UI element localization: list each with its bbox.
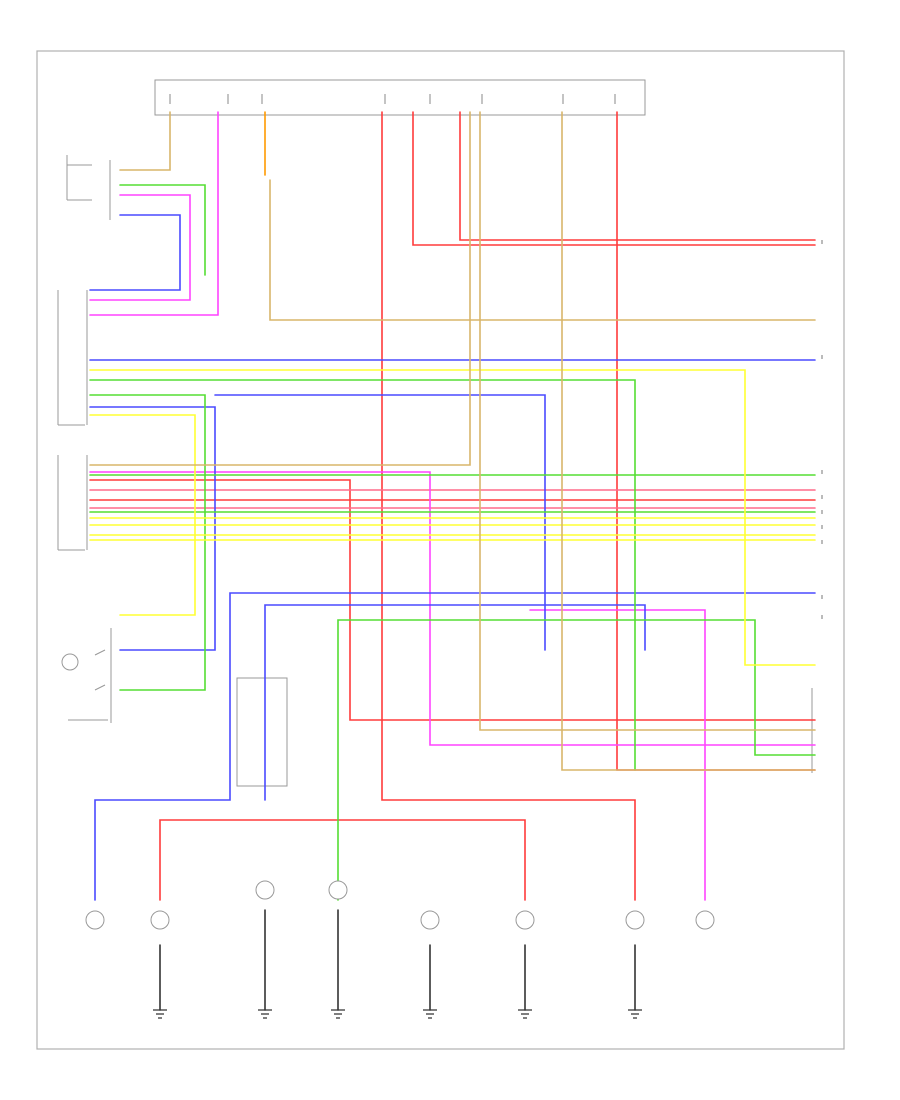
wire-green-4: [89, 394, 206, 691]
lamp-8: [695, 910, 715, 930]
lamp-5: [420, 910, 440, 930]
lamp-3: [255, 880, 275, 900]
ground-6: [628, 1009, 642, 1019]
wire-blue-3: [214, 394, 546, 651]
wire-tan-5: [89, 111, 471, 466]
ground-group: [153, 1009, 642, 1019]
wire-red-1: [381, 111, 636, 901]
wire-violet-2: [89, 194, 191, 301]
lamp-1: [85, 910, 105, 930]
wire-red-5: [159, 819, 526, 901]
ground-1: [153, 1009, 167, 1019]
wire-red-2: [412, 111, 816, 246]
lamp-7: [625, 910, 645, 930]
wire-violet-3: [89, 471, 816, 746]
wire-green-5: [337, 619, 816, 901]
relay-box: [236, 677, 288, 787]
wire-tan-2: [269, 179, 816, 321]
wire-violet-4: [529, 609, 706, 901]
wire-red-3: [459, 111, 816, 241]
ground-4: [423, 1009, 437, 1019]
ground-2: [258, 1009, 272, 1019]
wire-blue-4: [89, 406, 216, 651]
wire-green-1: [119, 184, 206, 276]
wire-tan-4: [561, 111, 816, 771]
wire-blue-5: [94, 592, 816, 901]
wire-harness: [89, 111, 816, 1011]
control-module-block: [57, 290, 88, 551]
lamp-6: [515, 910, 535, 930]
lower-switch-area: [61, 628, 112, 723]
wire-yellow-2: [89, 414, 196, 616]
wire-violet-1: [89, 111, 219, 316]
wire-tan-3: [479, 111, 816, 731]
ground-3: [331, 1009, 345, 1019]
wire-red-4: [616, 111, 816, 771]
ground-5: [518, 1009, 532, 1019]
fuse-box: [154, 79, 646, 116]
wire-blue-1: [89, 214, 181, 291]
fuse-contacts: [169, 94, 616, 104]
lamp-4: [328, 880, 348, 900]
wire-red-7: [89, 479, 816, 721]
diagram-border: [36, 50, 845, 1050]
ignition-switch-box: [66, 155, 111, 220]
wire-tan-1: [119, 111, 171, 171]
wire-green-2: [89, 379, 636, 771]
wire-blue-6: [264, 604, 646, 801]
lamp-group: [85, 880, 715, 930]
lamp-2: [150, 910, 170, 930]
